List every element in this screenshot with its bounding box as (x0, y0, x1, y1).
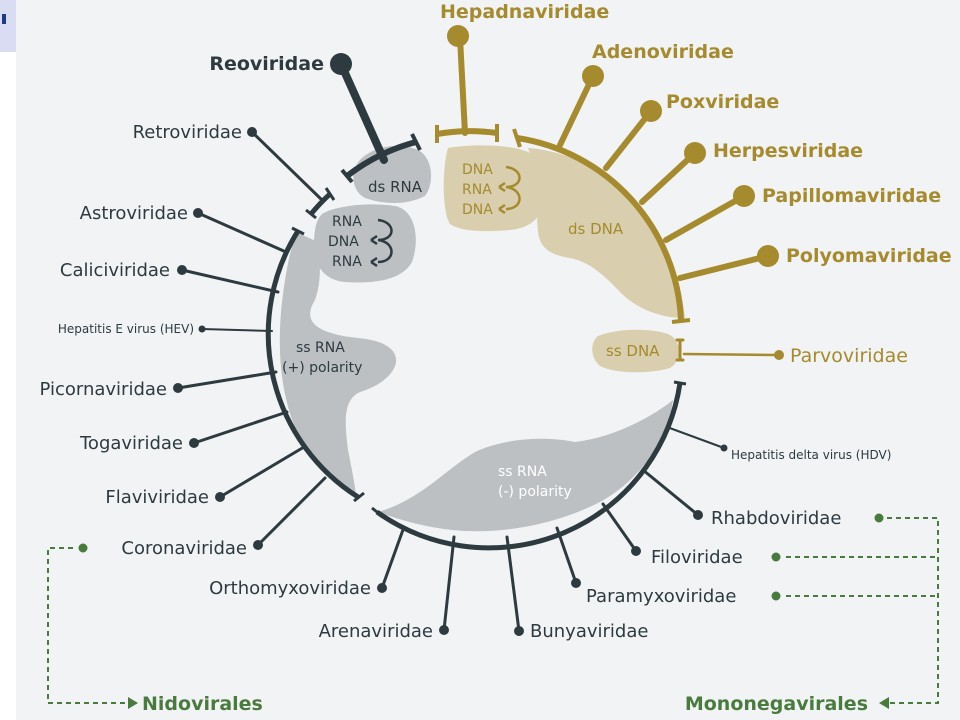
label-astroviridae: Astroviridae (80, 203, 188, 224)
label-hepadnaviridae: Hepadnaviridae (440, 1, 609, 23)
ds-rna-label: ds RNA (368, 178, 423, 196)
rt-dna-loop-arrow-icon (505, 165, 521, 211)
label-orthomyxoviridae: Orthomyxoviridae (209, 578, 371, 599)
ss-rna-negative-label-2: (-) polarity (498, 484, 572, 500)
label-hdv: Hepatitis delta virus (HDV) (731, 448, 891, 462)
label-nidovirales: Nidovirales (142, 693, 263, 715)
ss-dna-region (592, 329, 680, 373)
label-rhabdoviridae: Rhabdoviridae (711, 508, 841, 529)
ss-dna-label: ss DNA (606, 342, 660, 360)
ring-arc-ds-dna (516, 135, 684, 321)
rt-rna-label-2: DNA (328, 234, 359, 250)
label-caliciviridae: Caliciviridae (60, 260, 170, 281)
rt-rna-loop-arrow-icon (377, 218, 393, 264)
nidovirales-arrow-icon (128, 697, 138, 709)
label-parvoviridae: Parvoviridae (790, 345, 908, 367)
slide-corner-mark (0, 0, 16, 52)
mononegavirales-connector (887, 517, 939, 704)
rt-rna-region (313, 204, 416, 283)
rt-dna-region (443, 145, 546, 232)
rt-dna-label-1: DNA (462, 162, 493, 178)
rt-rna-label-3: RNA (332, 254, 362, 270)
label-poxviridae: Poxviridae (666, 91, 779, 113)
ds-dna-region (528, 148, 685, 318)
nidovirales-connector (47, 547, 128, 704)
rt-dna-label-2: RNA (462, 182, 492, 198)
rt-rna-label-1: RNA (332, 214, 362, 230)
label-retroviridae: Retroviridae (133, 122, 242, 143)
label-papillomaviridae: Papillomaviridae (762, 185, 941, 207)
ss-rna-positive-region (279, 232, 397, 496)
label-coronaviridae: Coronaviridae (121, 538, 247, 559)
ss-rna-negative-label-1: ss RNA (498, 464, 547, 480)
ds-dna-label: ds DNA (568, 220, 624, 238)
mononegavirales-arrow-icon (879, 697, 889, 709)
label-mononegavirales: Mononegavirales (685, 693, 868, 715)
label-paramyxoviridae: Paramyxoviridae (586, 586, 736, 607)
label-polyomaviridae: Polyomaviridae (786, 245, 952, 267)
label-bunyaviridae: Bunyaviridae (530, 621, 648, 642)
label-filoviridae: Filoviridae (651, 547, 743, 568)
label-reoviridae: Reoviridae (209, 53, 324, 75)
label-adenoviridae: Adenoviridae (592, 41, 734, 63)
label-herpesviridae: Herpesviridae (713, 140, 863, 162)
label-picornaviridae: Picornaviridae (40, 379, 167, 400)
label-togaviridae: Togaviridae (79, 433, 183, 454)
ss-rna-positive-label-1: ss RNA (296, 340, 345, 356)
ss-rna-positive-label-2: (+) polarity (282, 360, 362, 376)
ring-arc-rna-positive (265, 229, 360, 500)
label-arenaviridae: Arenaviridae (319, 621, 433, 642)
label-flaviviridae: Flaviviridae (105, 487, 209, 508)
slide-left-margin (0, 0, 16, 720)
label-hev: Hepatitis E virus (HEV) (58, 322, 194, 336)
ss-rna-negative-region (378, 400, 673, 532)
rt-dna-label-3: DNA (462, 202, 493, 218)
ring-arc-rna-negative (375, 382, 683, 551)
